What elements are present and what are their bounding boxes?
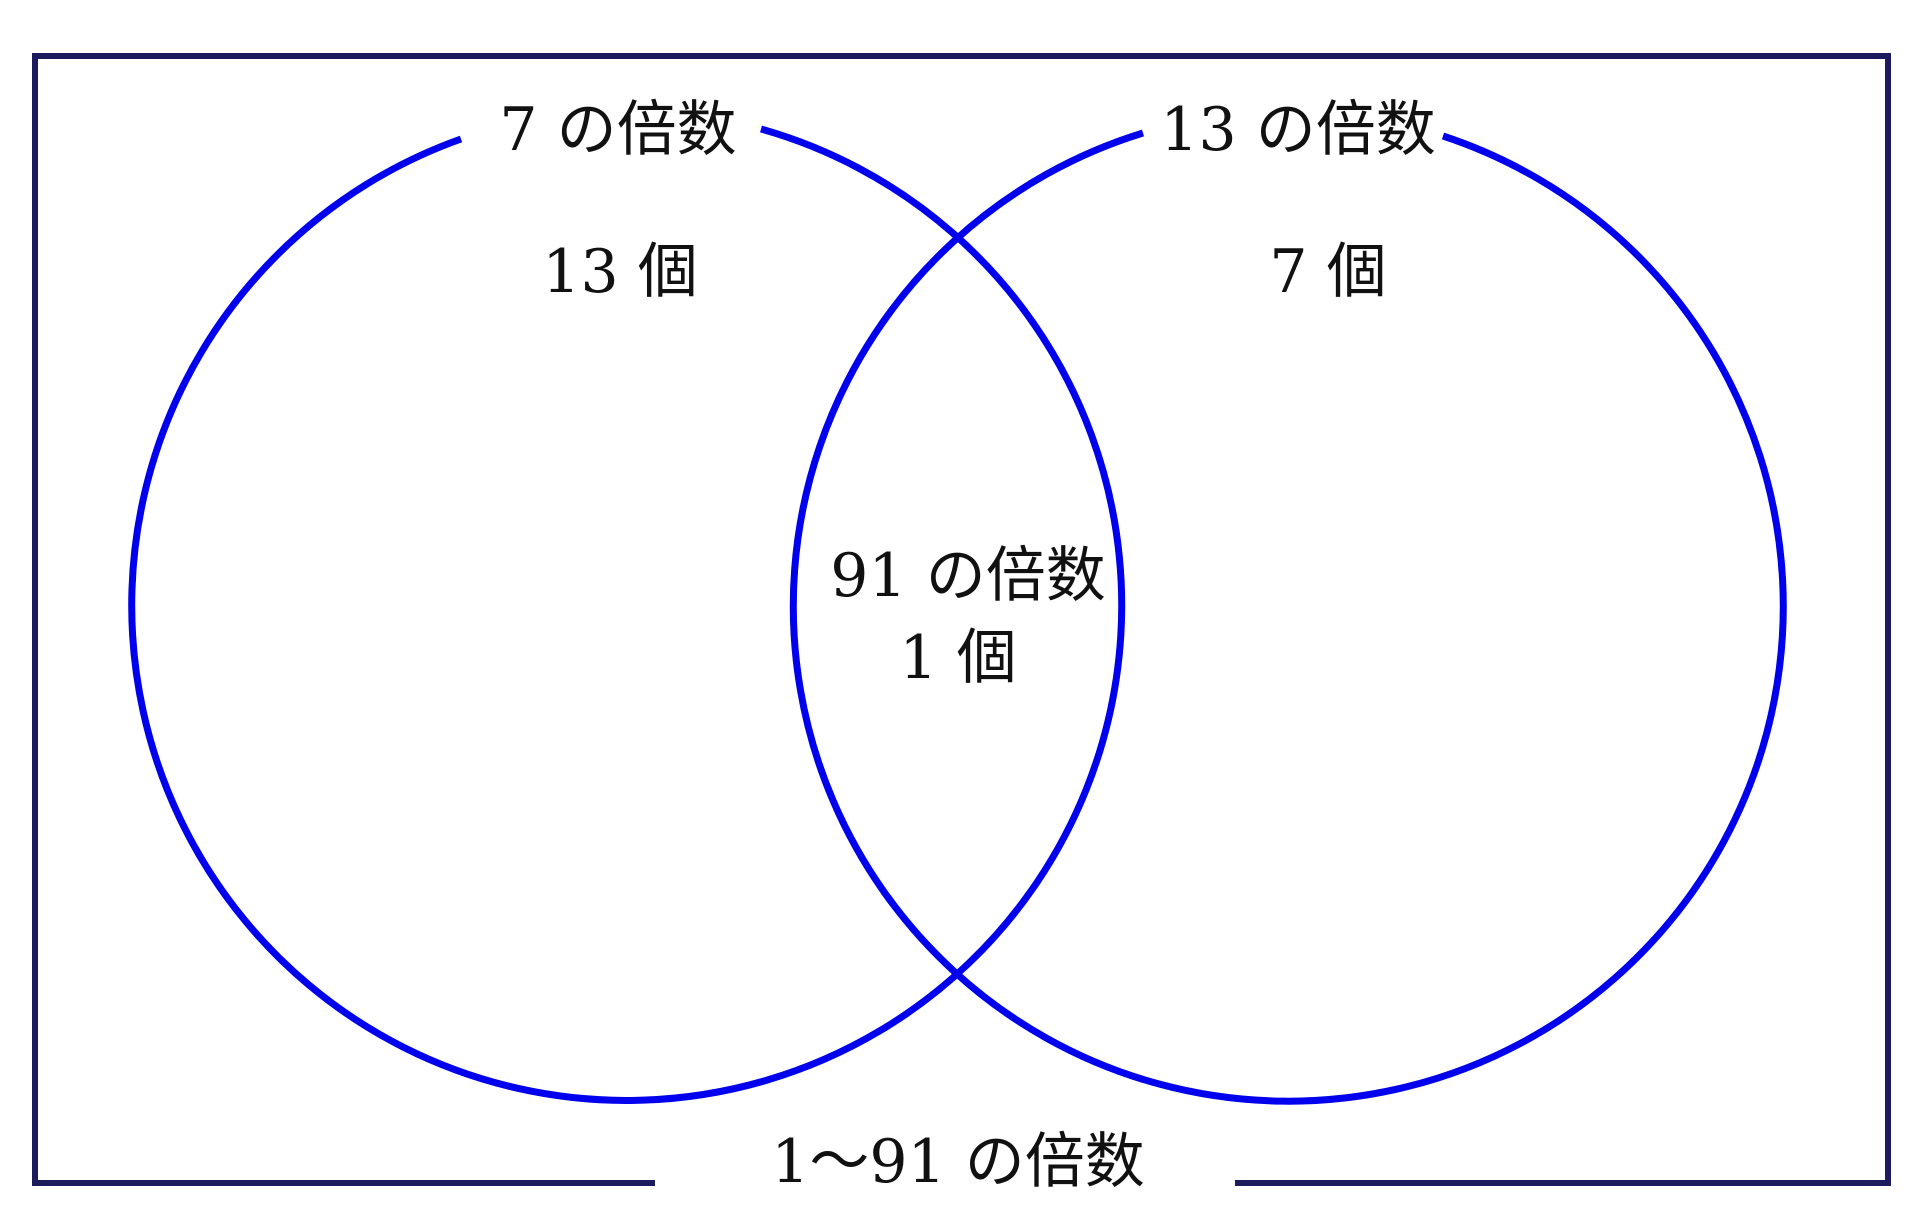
intersection-label: 91 の倍数 bbox=[830, 541, 1105, 611]
circle-7-multiples bbox=[128, 125, 1126, 1104]
universe-frame bbox=[32, 53, 1891, 1186]
universe-label: 1〜91 の倍数 bbox=[771, 1127, 1145, 1197]
intersection-count: 1 個 bbox=[899, 623, 1016, 693]
set-a-label: 7 の倍数 bbox=[499, 95, 736, 165]
circle-13-multiples bbox=[789, 129, 1787, 1105]
set-b-only-count: 7 個 bbox=[1269, 237, 1386, 307]
set-a-only-count: 13 個 bbox=[542, 237, 697, 307]
set-b-label: 13 の倍数 bbox=[1160, 95, 1435, 165]
